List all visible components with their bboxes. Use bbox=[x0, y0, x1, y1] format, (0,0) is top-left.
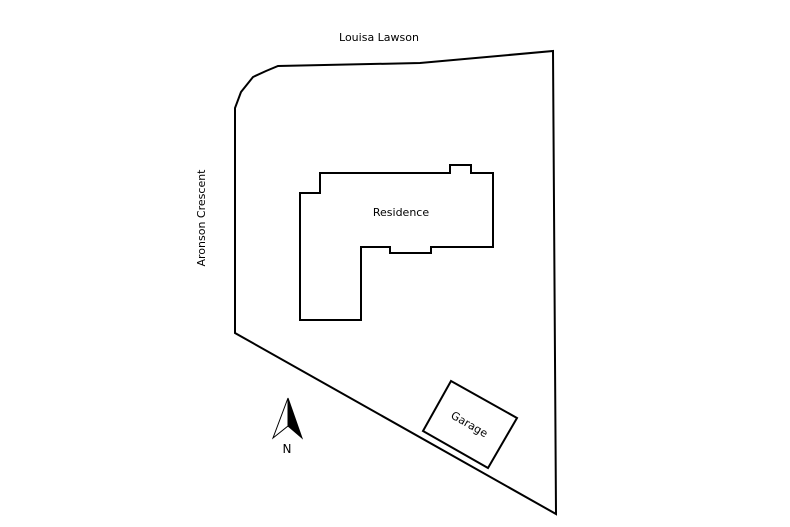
residence-label: Residence bbox=[373, 206, 429, 219]
north-arrow: N bbox=[271, 397, 304, 456]
street-label-west: Aronson Crescent bbox=[195, 169, 208, 267]
north-arrow-left-half bbox=[271, 397, 289, 440]
north-arrow-label: N bbox=[283, 442, 292, 456]
property-boundary bbox=[234, 49, 558, 516]
residence-footprint bbox=[299, 164, 494, 321]
street-label-north: Louisa Lawson bbox=[339, 31, 419, 44]
garage-label: Garage bbox=[449, 409, 491, 441]
north-arrow-right-half bbox=[287, 397, 304, 440]
garage-footprint bbox=[421, 379, 519, 470]
